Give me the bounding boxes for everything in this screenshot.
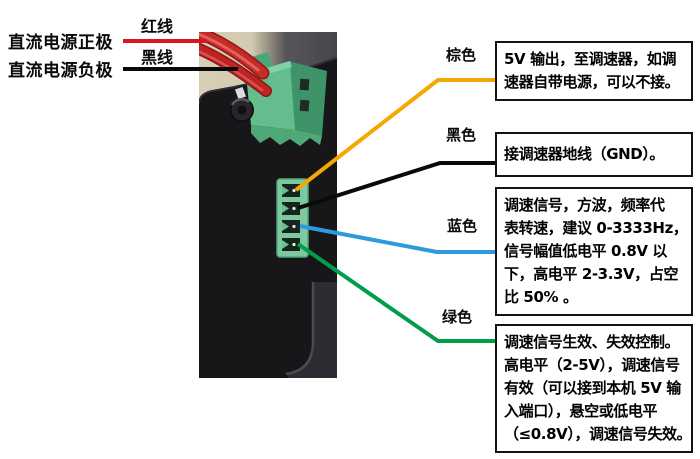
brown-callout-box: 5V 输出，至调速器，如调 速器自带电源，可以不接。: [495, 41, 693, 101]
connector-slot: [299, 99, 310, 112]
callout-line: 高电平（2-5V），调速信号: [504, 356, 680, 374]
callout-line: 5V 输出，至调速器，如调: [504, 50, 677, 68]
green-callout-box: 调速信号生效、失效控制。 高电平（2-5V），调速信号 有效（可以接到本机 5V…: [495, 324, 693, 453]
knob: [230, 85, 254, 122]
signal-terminal-block: [276, 178, 309, 258]
brown-signal-line: [294, 78, 497, 192]
callout-line: 比 50% 。: [504, 288, 578, 306]
pin-slot-4: [282, 238, 300, 251]
callout-line: 接调速器地线（GND）。: [504, 145, 665, 163]
pin-slot-1: [282, 184, 300, 197]
callout-line: （≤0.8V），调速信号失效。: [504, 425, 692, 443]
callout-line: 信号幅值低电平 0.8V 以: [504, 242, 668, 260]
black-color-label: 黑色: [446, 126, 477, 144]
dc-negative-label: 直流电源负极: [8, 61, 113, 81]
pin-slot-2: [282, 202, 300, 215]
device-bezel-edge: [285, 282, 315, 376]
blue-callout-box: 调速信号，方波，频率代 表转速，建议 0-3333Hz， 信号幅值低电平 0.8…: [495, 187, 693, 316]
red-wire-label: 红线: [141, 17, 174, 36]
callout-line: 有效（可以接到本机 5V 输: [504, 379, 681, 397]
callout-line: 速器自带电源，可以不接。: [504, 73, 680, 91]
green-color-label: 绿色: [442, 308, 473, 326]
pin-slot-3: [282, 220, 300, 233]
black-wire-label: 黑线: [141, 48, 174, 67]
blue-color-label: 蓝色: [447, 217, 478, 235]
dc-positive-label: 直流电源正极: [8, 33, 113, 53]
callout-line: 入端口），悬空或低电平: [504, 402, 658, 420]
callout-line: 下，高电平 2-3.3V，占空: [504, 265, 679, 283]
green-signal-line: [296, 242, 497, 343]
callout-line: 表转速，建议 0-3333Hz，: [504, 219, 688, 237]
brown-color-label: 棕色: [446, 46, 477, 64]
callout-line: 调速信号生效、失效控制。: [504, 333, 680, 351]
black-callout-box: 接调速器地线（GND）。: [495, 132, 693, 177]
device-photo: [199, 32, 337, 378]
wire-callout-lines: [123, 39, 497, 343]
callout-line: 调速信号，方波，频率代: [504, 196, 665, 214]
black-signal-line: [297, 161, 495, 210]
blue-signal-line: [299, 224, 497, 254]
connector-slot: [299, 78, 310, 91]
device-bezel-region: [288, 282, 337, 378]
